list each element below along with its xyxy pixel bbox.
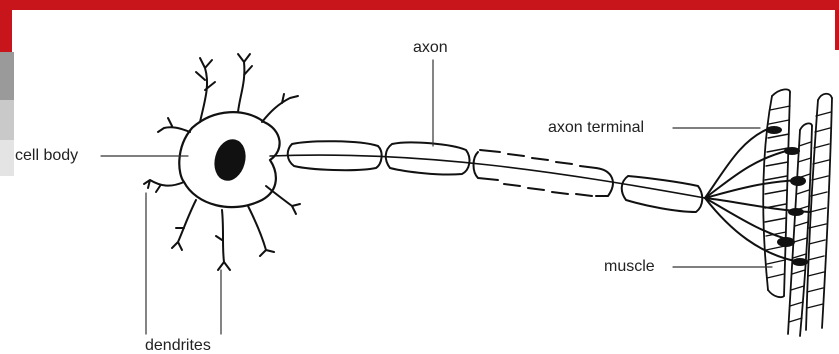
axon-terminal-label: axon terminal (548, 120, 644, 136)
axon-label: axon (413, 40, 448, 56)
leader-lines (101, 60, 772, 334)
dendrites-label: dendrites (145, 338, 211, 354)
myelin-segments (288, 141, 703, 212)
cell-body-label: cell body (15, 148, 78, 164)
muscle-label: muscle (604, 259, 655, 275)
nucleus-shape (211, 137, 248, 183)
